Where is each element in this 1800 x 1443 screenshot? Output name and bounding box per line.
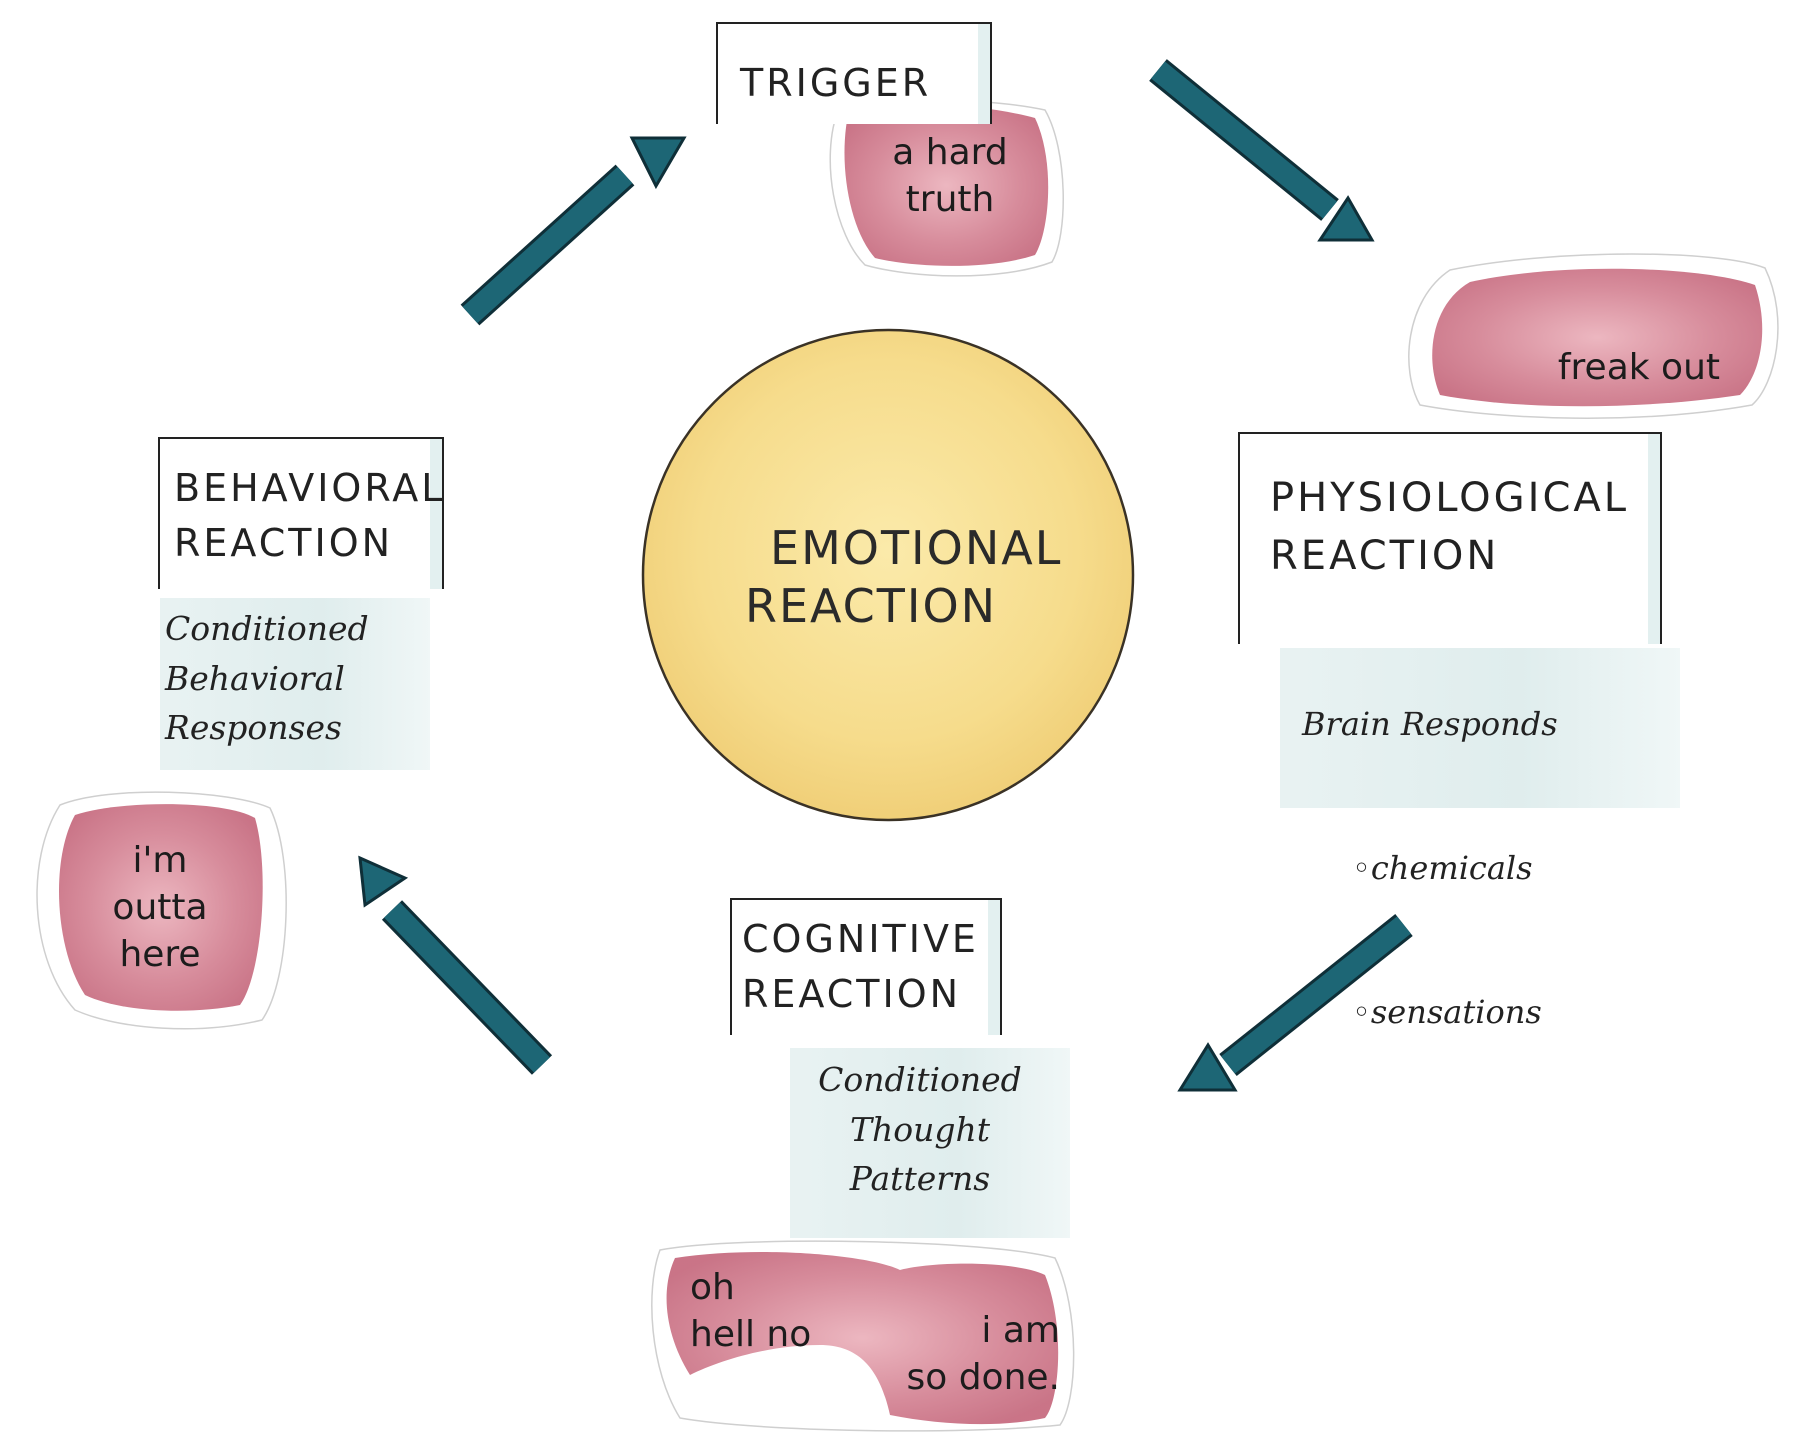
behavioral-title: BEHAVIORAL REACTION <box>174 466 446 566</box>
cognitive-note: Conditioned Thought Patterns <box>818 1060 1022 1198</box>
trigger-blob <box>844 105 1049 266</box>
trigger-example: a hard truth <box>892 132 1008 220</box>
bullet-item: ◦sensations <box>1302 940 1558 1036</box>
bullet-text: sensations <box>1370 993 1542 1031</box>
behavioral-example: i'm outta here <box>112 840 208 975</box>
physiological-title: PHYSIOLOGICAL REACTION <box>1270 475 1630 579</box>
arrow-icon <box>460 136 687 326</box>
trigger-box: TRIGGER <box>716 22 992 124</box>
behavioral-box: BEHAVIORAL REACTION <box>158 437 444 589</box>
cognitive-title: COGNITIVE REACTION <box>742 917 979 1017</box>
behavioral-blob <box>58 804 263 1011</box>
emotional-reaction-label: EMOTIONAL REACTION <box>745 520 1062 635</box>
cognitive-wash <box>790 1048 1070 1238</box>
center-line-2: REACTION <box>745 578 998 633</box>
trigger-title: TRIGGER <box>740 61 932 105</box>
behavioral-wash <box>160 598 430 770</box>
bullet-text: chemicals <box>1370 849 1533 887</box>
physiological-note: Brain Responds ◦chemicals ◦sensations <box>1302 652 1558 1084</box>
behavioral-note: Conditioned Behavioral Responses <box>165 609 369 747</box>
physiological-wash <box>1280 648 1680 808</box>
physiological-note-heading: Brain Responds <box>1302 705 1558 743</box>
arrow-icon <box>358 855 553 1075</box>
physiological-example: freak out <box>1557 347 1720 388</box>
physiological-box: PHYSIOLOGICAL REACTION <box>1238 432 1662 644</box>
center-line-1: EMOTIONAL <box>770 521 1063 575</box>
cognitive-box: COGNITIVE REACTION <box>730 898 1002 1035</box>
arrow-icon <box>1149 59 1375 242</box>
arrow-icon <box>1177 914 1413 1092</box>
circle-bullet-icon: ◦ <box>1352 849 1371 887</box>
bullet-item: ◦chemicals <box>1302 796 1558 892</box>
cognitive-blob <box>666 1251 1059 1425</box>
circle-bullet-icon: ◦ <box>1352 993 1371 1031</box>
cognitive-example-right: i am so done. <box>906 1310 1060 1398</box>
cognitive-example-left: oh hell no <box>690 1267 812 1355</box>
emotional-reaction-circle <box>641 328 1135 822</box>
physiological-blob <box>1432 268 1763 407</box>
